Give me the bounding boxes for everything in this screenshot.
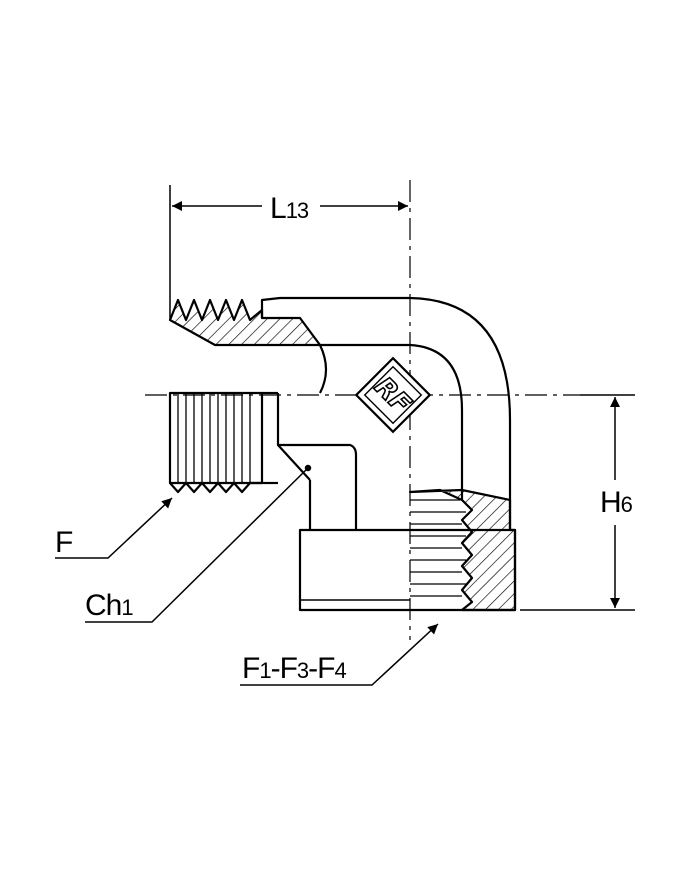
f-label: F bbox=[55, 526, 73, 559]
l13-label: L13 bbox=[270, 192, 309, 225]
h6-label: H6 bbox=[600, 486, 633, 519]
leader-f bbox=[55, 497, 173, 559]
female-thread-hatch bbox=[408, 488, 517, 612]
rf-logo-diamond bbox=[354, 356, 432, 434]
leader-f1-f3-f4 bbox=[240, 623, 439, 686]
ch1-label: Ch1 bbox=[85, 589, 133, 622]
dimension-h6 bbox=[520, 394, 635, 611]
elbow-inner-contour bbox=[320, 343, 464, 500]
left-thread-lines bbox=[177, 393, 251, 483]
leader-ch1 bbox=[85, 464, 312, 623]
left-thread-lower bbox=[168, 391, 264, 485]
female-thread-lines bbox=[410, 499, 466, 597]
fitting-body bbox=[168, 296, 517, 612]
rf-logo bbox=[354, 356, 432, 434]
dimension-l13 bbox=[169, 185, 408, 320]
center-body bbox=[276, 393, 358, 530]
left-thread-hatch bbox=[168, 298, 322, 347]
left-thread-teeth-bottom bbox=[169, 481, 262, 494]
bore-curve bbox=[319, 344, 328, 394]
f1-f3-f4-label: F1-F3-F4 bbox=[242, 652, 346, 685]
elbow-outer-contour bbox=[260, 296, 512, 530]
